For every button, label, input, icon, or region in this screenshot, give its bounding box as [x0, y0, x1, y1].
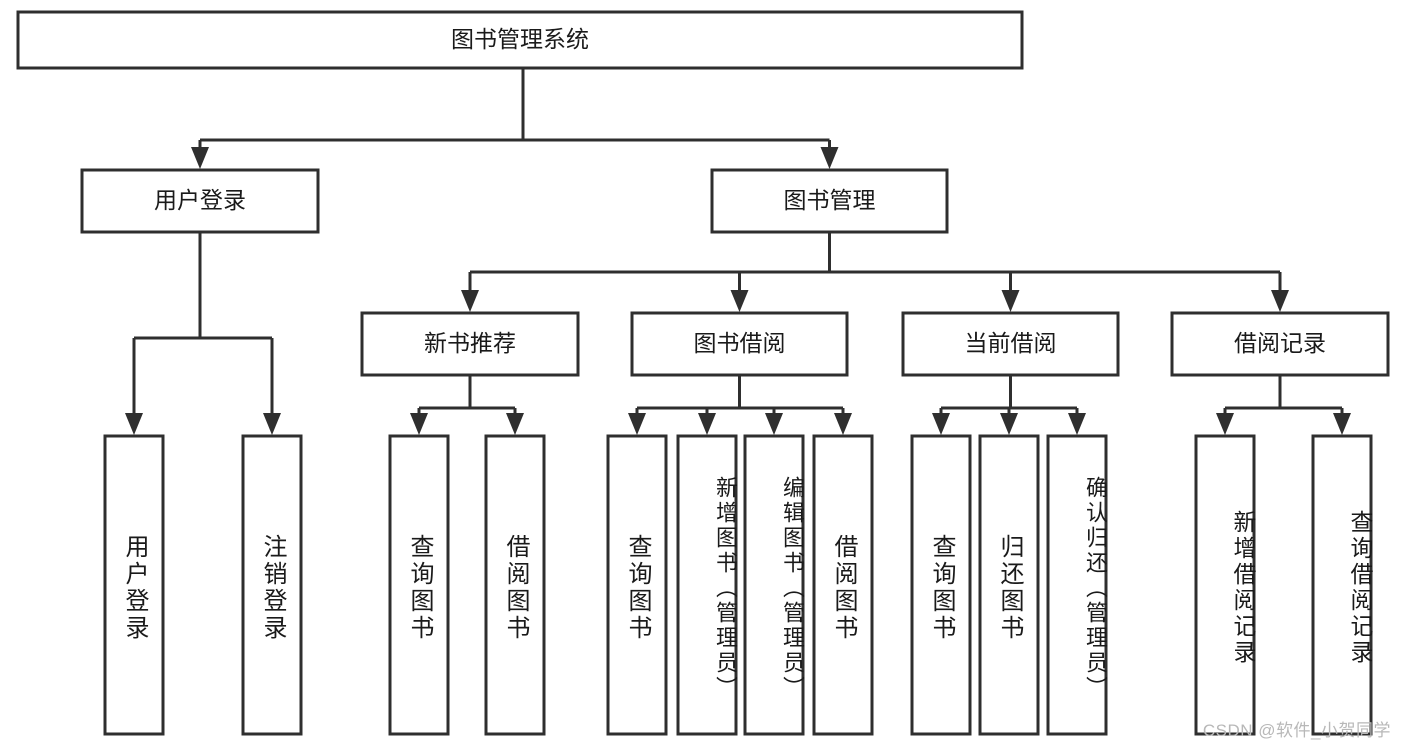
node-label-current-borrow: 当前借阅 [965, 330, 1057, 356]
node-current-borrow[interactable] [901, 311, 1120, 377]
node-leaf-query-book-cur[interactable] [910, 434, 972, 736]
node-book-borrow[interactable] [630, 311, 849, 377]
node-label-new-book-recommend: 新书推荐 [424, 330, 516, 356]
node-leaf-borrow-book[interactable] [812, 434, 874, 736]
node-leaf-add-borrow-record[interactable] [1194, 434, 1256, 736]
node-undefined[interactable] [16, 10, 1024, 70]
node-label-undefined: 图书管理系统 [451, 26, 589, 52]
node-leaf-query-borrow-record[interactable] [1311, 434, 1373, 736]
node-book-manage[interactable] [710, 168, 949, 234]
node-leaf-return-book[interactable] [978, 434, 1040, 736]
node-leaf-user-login[interactable] [103, 434, 165, 736]
arrow-to-leaf-borrow-book [834, 413, 852, 435]
arrow-to-leaf-add-borrow-record [1216, 413, 1234, 435]
node-leaf-confirm-return-admin[interactable] [1046, 434, 1108, 736]
node-label-user-login: 用户登录 [154, 187, 246, 213]
node-leaf-query-book-borrow[interactable] [606, 434, 668, 736]
arrow-to-leaf-confirm-return-admin [1068, 413, 1086, 435]
node-borrow-record[interactable] [1170, 311, 1390, 377]
arrow-to-leaf-logout-login [263, 413, 281, 435]
node-leaf-logout-login[interactable] [241, 434, 303, 736]
node-leaf-borrow-book-rec[interactable] [484, 434, 546, 736]
arrow-to-leaf-add-book-admin [698, 413, 716, 435]
arrow-to-current-borrow [1001, 290, 1020, 312]
arrow-to-leaf-query-book-rec [410, 413, 428, 435]
watermark-text: CSDN @软件_小贺同学 [1202, 721, 1391, 740]
connector-edges-layer [125, 68, 1351, 435]
node-leaf-add-book-admin[interactable] [676, 434, 738, 736]
arrow-to-leaf-query-book-cur [932, 413, 950, 435]
node-label-book-manage: 图书管理 [784, 187, 876, 213]
node-label-book-borrow: 图书借阅 [694, 330, 786, 356]
arrow-to-leaf-edit-book-admin [765, 413, 783, 435]
node-label-borrow-record: 借阅记录 [1234, 330, 1326, 356]
arrow-to-book-borrow [730, 290, 749, 312]
node-new-book-recommend[interactable] [360, 311, 580, 377]
arrow-to-user-login [191, 147, 209, 169]
arrow-to-leaf-query-borrow-record [1333, 413, 1351, 435]
arrow-to-leaf-borrow-book-rec [506, 413, 524, 435]
arrow-to-book-manage [820, 147, 839, 169]
arrow-to-new-book-recommend [461, 290, 479, 312]
node-leaf-query-book-rec[interactable] [388, 434, 450, 736]
arrow-to-leaf-user-login [125, 413, 143, 435]
arrow-to-borrow-record [1271, 290, 1289, 312]
node-user-login[interactable] [80, 168, 320, 234]
node-leaf-edit-book-admin[interactable] [743, 434, 805, 736]
arrow-to-leaf-query-book-borrow [628, 413, 646, 435]
arrow-to-leaf-return-book [1000, 413, 1018, 435]
